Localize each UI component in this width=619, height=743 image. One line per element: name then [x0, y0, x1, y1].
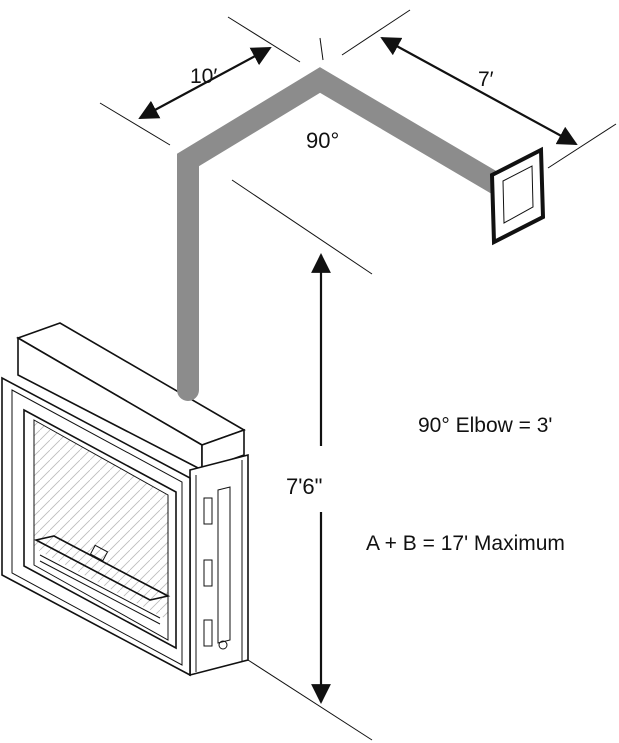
fireplace-frame-inner	[11, 389, 183, 666]
side-knob	[218, 640, 228, 650]
side-hinge-3	[203, 619, 213, 647]
termination-cap-inner	[502, 165, 534, 224]
side-bracket	[217, 486, 231, 644]
extension-line-7	[247, 659, 373, 741]
extension-line-1	[99, 102, 171, 146]
dimension-arrow-10ft	[138, 47, 272, 119]
fireplace-grate	[33, 535, 171, 601]
fireplace-base-lines	[39, 554, 161, 625]
extension-line-4	[341, 9, 411, 56]
label-7ft: 7′	[478, 68, 494, 91]
extension-line-6	[231, 179, 373, 275]
burner-valve	[89, 544, 109, 562]
fireplace-top-box-side	[201, 428, 245, 472]
label-elbow-note: 90° Elbow = 3'	[418, 414, 552, 437]
label-height: 7'6"	[286, 474, 322, 499]
firebox-inner	[33, 419, 169, 641]
side-hinge-1	[203, 497, 213, 525]
termination-cap	[489, 146, 546, 246]
fireplace-logs-pattern	[34, 420, 168, 620]
label-max-note: A + B = 17' Maximum	[366, 532, 565, 555]
extension-lines	[99, 9, 617, 741]
fireplace-side-trim	[195, 460, 243, 672]
fireplace	[1, 322, 249, 677]
extension-line-3	[319, 37, 324, 61]
vent-pipe	[177, 67, 511, 401]
extension-line-5	[547, 123, 617, 169]
extension-line-2	[227, 16, 301, 63]
termination-cap-frame	[489, 146, 546, 246]
label-90-degree: 90°	[306, 128, 339, 153]
side-hinge-2	[203, 559, 213, 587]
fireplace-side-panel	[189, 453, 249, 677]
label-10ft: 10′	[190, 65, 217, 88]
dimension-arrow-7ft	[380, 37, 578, 145]
